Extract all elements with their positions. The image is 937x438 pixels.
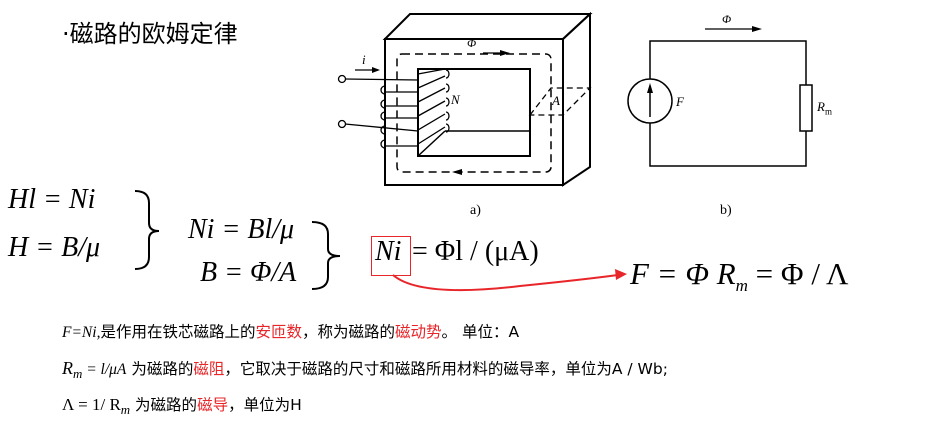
label-turns: N bbox=[451, 92, 460, 107]
equation-h-b: H = B/μ bbox=[8, 232, 101, 263]
note-math-sub: m bbox=[73, 366, 83, 382]
terminal-1 bbox=[337, 74, 347, 84]
label-mmf: F bbox=[676, 94, 684, 109]
coil-windings bbox=[344, 68, 450, 149]
label-reluctance-symbol: R bbox=[817, 99, 825, 114]
note-mmf: F=Ni,是作用在铁芯磁路上的安匝数，称为磁路的磁动势。 单位：A bbox=[62, 320, 519, 342]
flux-path bbox=[396, 53, 552, 173]
red-arrow bbox=[392, 274, 619, 292]
note-text: 为磁路的 bbox=[130, 396, 198, 414]
note-text: 是作用在铁芯磁路上的 bbox=[100, 323, 256, 341]
brace-1 bbox=[134, 190, 160, 270]
note-reluctance: Rm = l/μA 为磁路的磁阻，它取决于磁路的尺寸和磁路所用材料的磁导率，单位… bbox=[62, 357, 668, 382]
note-text: ，它取决于磁路的尺寸和磁路所用材料的磁导率，单位为A / Wb; bbox=[224, 360, 668, 378]
caption-b: b) bbox=[720, 203, 732, 218]
note-highlight: 磁导 bbox=[197, 396, 229, 414]
note-text: 为磁路的 bbox=[126, 360, 194, 378]
note-math: R bbox=[62, 358, 73, 378]
core-right-face bbox=[562, 11, 591, 187]
label-flux-a: Φ bbox=[467, 36, 477, 50]
note-highlight: 磁动势 bbox=[395, 323, 442, 341]
reluctance-resistor bbox=[799, 84, 813, 132]
note-math: F=Ni, bbox=[62, 324, 101, 341]
note-math: = l/μA bbox=[82, 361, 127, 378]
label-flux-b: Φ bbox=[722, 12, 732, 26]
core-front-face bbox=[384, 38, 564, 186]
equation-ampere-law: Hl = Ni bbox=[8, 184, 96, 215]
equation-ni-boxed: Ni bbox=[375, 236, 402, 267]
caption-a: a) bbox=[470, 203, 481, 218]
core-window bbox=[417, 68, 531, 157]
core-top-face bbox=[382, 13, 593, 40]
label-reluctance: Rm bbox=[817, 99, 832, 117]
note-highlight: 安匝数 bbox=[255, 323, 302, 341]
equation-magnetic-ohm-law: F = Φ Rm = Φ / Λ bbox=[630, 256, 848, 296]
label-reluctance-sub: m bbox=[824, 106, 832, 117]
note-permeance: Λ = 1/ Rm 为磁路的磁导，单位为H bbox=[62, 393, 302, 418]
note-math: Λ = 1/ R bbox=[62, 395, 121, 414]
slide-title: ·磁路的欧姆定律 bbox=[62, 20, 238, 48]
note-highlight: 磁阻 bbox=[193, 360, 225, 378]
terminal-2 bbox=[337, 119, 347, 129]
note-text: 。 单位：A bbox=[441, 323, 520, 341]
note-text: ，单位为H bbox=[228, 396, 302, 414]
label-current: i bbox=[362, 52, 366, 67]
highlight-box bbox=[371, 236, 411, 276]
brace-2 bbox=[311, 221, 341, 290]
cross-section-A bbox=[528, 87, 592, 116]
equation-part-2: = Φ / Λ bbox=[747, 256, 849, 291]
equation-ni-bl: Ni = Bl/μ bbox=[188, 214, 295, 245]
equation-part-1: F = Φ R bbox=[630, 256, 736, 291]
equivalent-circuit bbox=[649, 40, 807, 167]
note-text: ，称为磁路的 bbox=[301, 323, 395, 341]
equation-sub: m bbox=[735, 276, 748, 296]
note-math-sub: m bbox=[120, 402, 131, 418]
equation-ni-phi: = Φl / (μA) bbox=[412, 236, 539, 267]
equation-b-phi: B = Φ/A bbox=[200, 257, 297, 288]
label-area: A bbox=[552, 93, 560, 108]
